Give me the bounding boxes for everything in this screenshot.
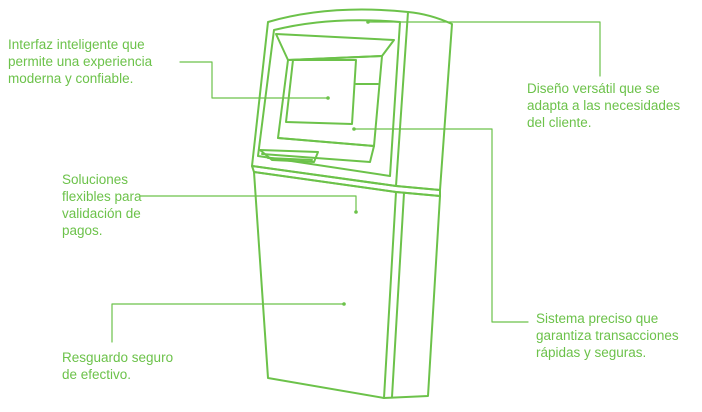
marker-system [352, 127, 356, 131]
leader-system [353, 128, 529, 323]
marker-secure [342, 302, 346, 306]
screen [285, 59, 357, 125]
kiosk-neck [251, 165, 441, 197]
leader-secure [111, 303, 345, 343]
callout-secure-cash: Resguardo seguro de efectivo. [62, 350, 174, 382]
kiosk-head [251, 8, 453, 191]
leader-lines [111, 20, 601, 343]
payment-slot [259, 149, 319, 163]
kiosk-cabinet [253, 171, 441, 399]
callout-interface: Interfaz inteligente que permite una exp… [8, 37, 153, 86]
leader-interface [179, 61, 329, 99]
leader-flexible [139, 195, 357, 213]
marker-design [366, 20, 370, 24]
payment-slot-lip [267, 157, 313, 161]
leader-design [367, 21, 601, 77]
callout-flexible-payments: Soluciones flexibles para validación de … [62, 172, 142, 238]
marker-flexible [354, 210, 358, 214]
callout-system: Sistema preciso que garantiza transaccio… [536, 311, 679, 360]
callout-design: Diseño versátil que se adapta a las nece… [527, 81, 681, 130]
marker-interface [326, 96, 330, 100]
